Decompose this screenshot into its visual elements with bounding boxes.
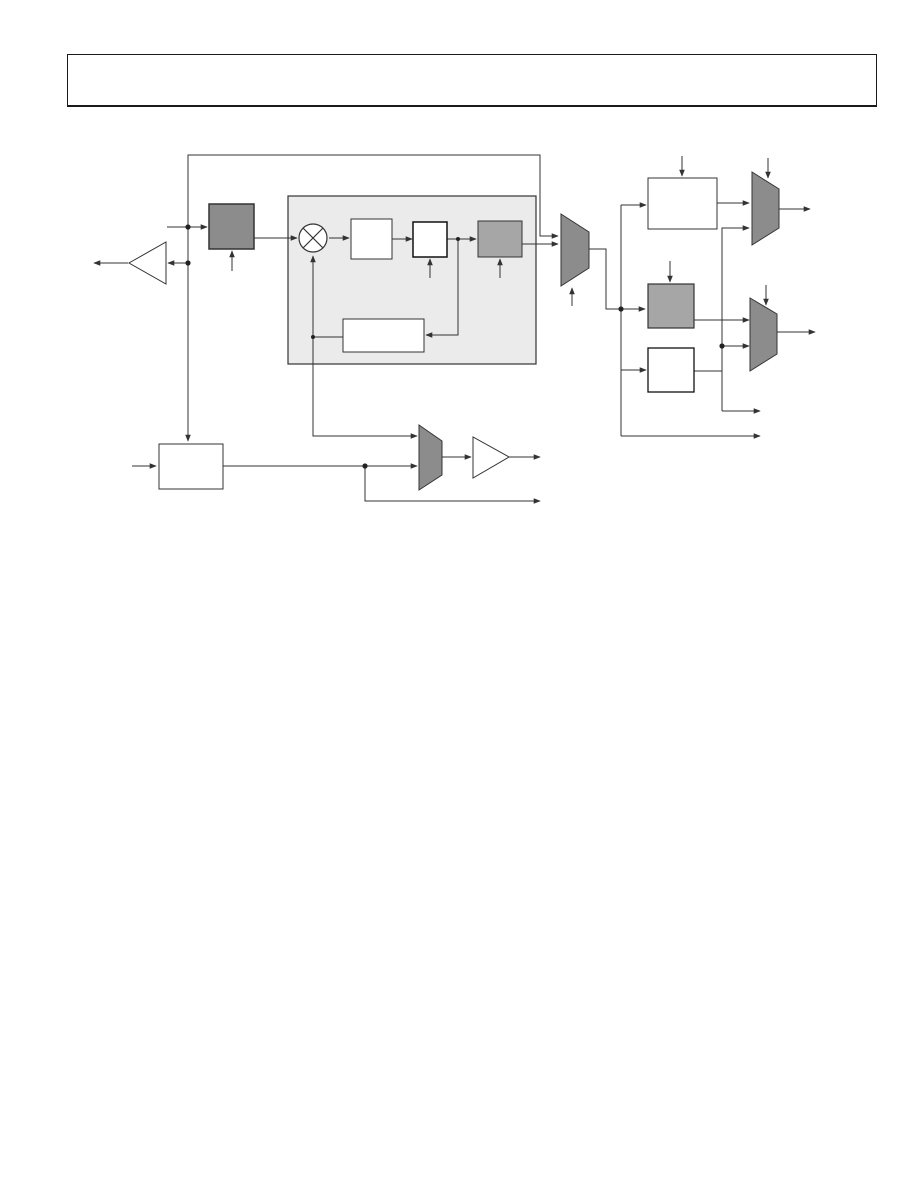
- top-loop-wire: [187, 154, 559, 239]
- mid-gray-block: [477, 220, 523, 258]
- left-output-amp: [127, 241, 167, 285]
- feedback-wire-top: [425, 239, 459, 338]
- bottom-right-mux: [749, 297, 778, 372]
- small-block: [412, 221, 448, 258]
- mixer-symbol: [298, 223, 328, 253]
- junction-dots: [185, 224, 725, 469]
- mux-out-wire: [589, 248, 646, 312]
- feedback-block: [342, 318, 425, 353]
- lower-branch-wire: [364, 466, 541, 504]
- center-mux: [560, 213, 590, 287]
- junction-up-wire: [721, 225, 750, 411]
- top-right-block: [647, 177, 718, 230]
- header-box: [67, 54, 877, 107]
- lower-left-block: [158, 443, 224, 490]
- filter-block: [350, 218, 393, 260]
- top-right-mux: [751, 171, 780, 246]
- lower-mux: [418, 424, 443, 491]
- lo-to-mux-wire: [312, 337, 418, 439]
- right-gray-block: [647, 283, 695, 329]
- right-white-block: [647, 347, 695, 393]
- lower-buffer-amp: [472, 436, 511, 479]
- input-dark-block: [208, 203, 255, 250]
